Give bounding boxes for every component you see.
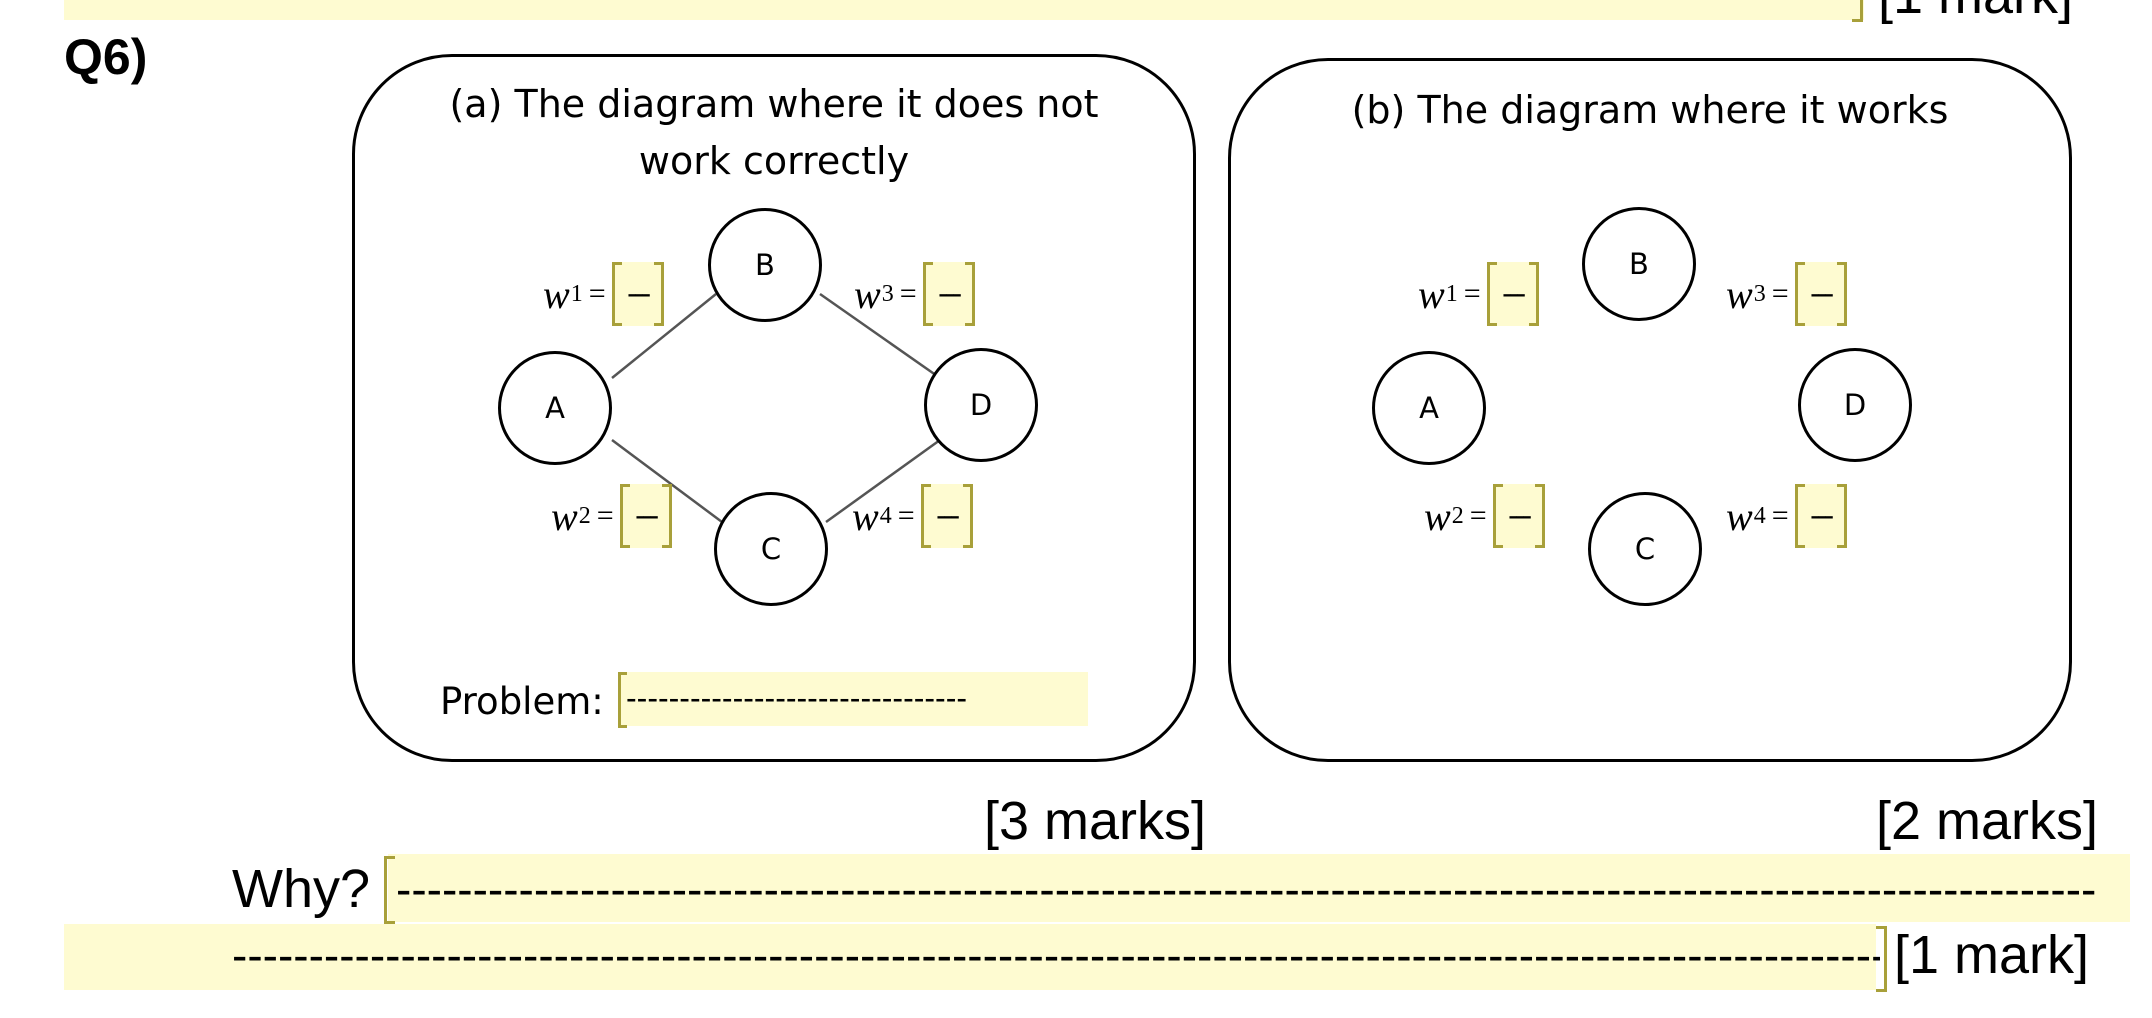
weight-sub: 1: [570, 280, 583, 307]
panel-b-marks: [2 marks]: [1876, 791, 2099, 851]
edge-b-d: [819, 292, 941, 380]
weight-sub: 3: [1753, 280, 1766, 307]
prev-answer-bracket: [1852, 0, 1863, 22]
equals-sign: =: [897, 499, 915, 532]
weight-input[interactable]: ---: [1794, 262, 1847, 326]
problem-bracket: [618, 672, 627, 728]
weight-sub: 2: [578, 502, 591, 529]
why-answer-line1[interactable]: ----------------------------------------…: [396, 863, 2096, 915]
weight-input[interactable]: ---: [922, 262, 975, 326]
panel-a-title-line1: (a) The diagram where it does not: [449, 82, 1099, 126]
panel-b-title: (b) The diagram where it works: [1351, 88, 1949, 132]
node-d: D: [1798, 348, 1912, 462]
node-a: A: [498, 351, 612, 465]
weight-input[interactable]: ---: [611, 262, 664, 326]
panel-b: [1228, 58, 2072, 762]
weight-input[interactable]: ---: [1492, 484, 1545, 548]
equals-sign: =: [596, 499, 614, 532]
weight-sub: 1: [1445, 280, 1458, 307]
node-c: C: [714, 492, 828, 606]
node-c: C: [1588, 492, 1702, 606]
weight-input[interactable]: ---: [1794, 484, 1847, 548]
edge-a-c: [611, 438, 723, 524]
weight-sub: 4: [1753, 502, 1766, 529]
weight-var: w: [1726, 271, 1753, 317]
why-marks: [1 mark]: [1894, 925, 2090, 985]
edge-a-b: [611, 293, 717, 379]
edge-c-d: [825, 438, 941, 524]
panel-a-marks: [3 marks]: [984, 791, 1207, 851]
equals-sign: =: [588, 277, 606, 310]
problem-field[interactable]: [618, 672, 1088, 726]
weight-var: w: [1726, 493, 1753, 539]
weight-sub: 3: [881, 280, 894, 307]
equals-sign: =: [1463, 277, 1481, 310]
why-field-line1[interactable]: [388, 854, 2130, 922]
node-d: D: [924, 348, 1038, 462]
weight-var: w: [543, 271, 570, 317]
why-close-bracket: [1876, 926, 1887, 992]
panel-a: [352, 54, 1196, 762]
weight-var: w: [551, 493, 578, 539]
weight-input[interactable]: ---: [920, 484, 973, 548]
weight-input[interactable]: ---: [619, 484, 672, 548]
node-b: B: [708, 208, 822, 322]
weight-sub: 2: [1451, 502, 1464, 529]
why-field-line2[interactable]: [64, 924, 1876, 990]
question-label: Q6): [64, 29, 148, 85]
prev-answer-field[interactable]: [64, 0, 1864, 20]
why-label: Why?: [232, 859, 371, 919]
weight-var: w: [1418, 271, 1445, 317]
node-b: B: [1582, 207, 1696, 321]
weight-input[interactable]: ---: [1486, 262, 1539, 326]
weight-var: w: [852, 493, 879, 539]
equals-sign: =: [1771, 277, 1789, 310]
equals-sign: =: [899, 277, 917, 310]
weight-var: w: [1424, 493, 1451, 539]
problem-label: Problem:: [440, 680, 604, 723]
equals-sign: =: [1771, 499, 1789, 532]
prev-question-marks: [1 mark]: [1878, 0, 2073, 26]
panel-a-title-line2: work correctly: [638, 139, 910, 183]
why-answer-line2[interactable]: ----------------------------------------…: [232, 929, 1880, 981]
panel-a-title: (a) The diagram where it does not work c…: [352, 76, 1196, 190]
problem-value[interactable]: --------------------------------: [626, 680, 967, 716]
why-open-bracket: [384, 856, 395, 924]
weight-var: w: [854, 271, 881, 317]
equals-sign: =: [1469, 499, 1487, 532]
node-a: A: [1372, 351, 1486, 465]
weight-sub: 4: [879, 502, 892, 529]
